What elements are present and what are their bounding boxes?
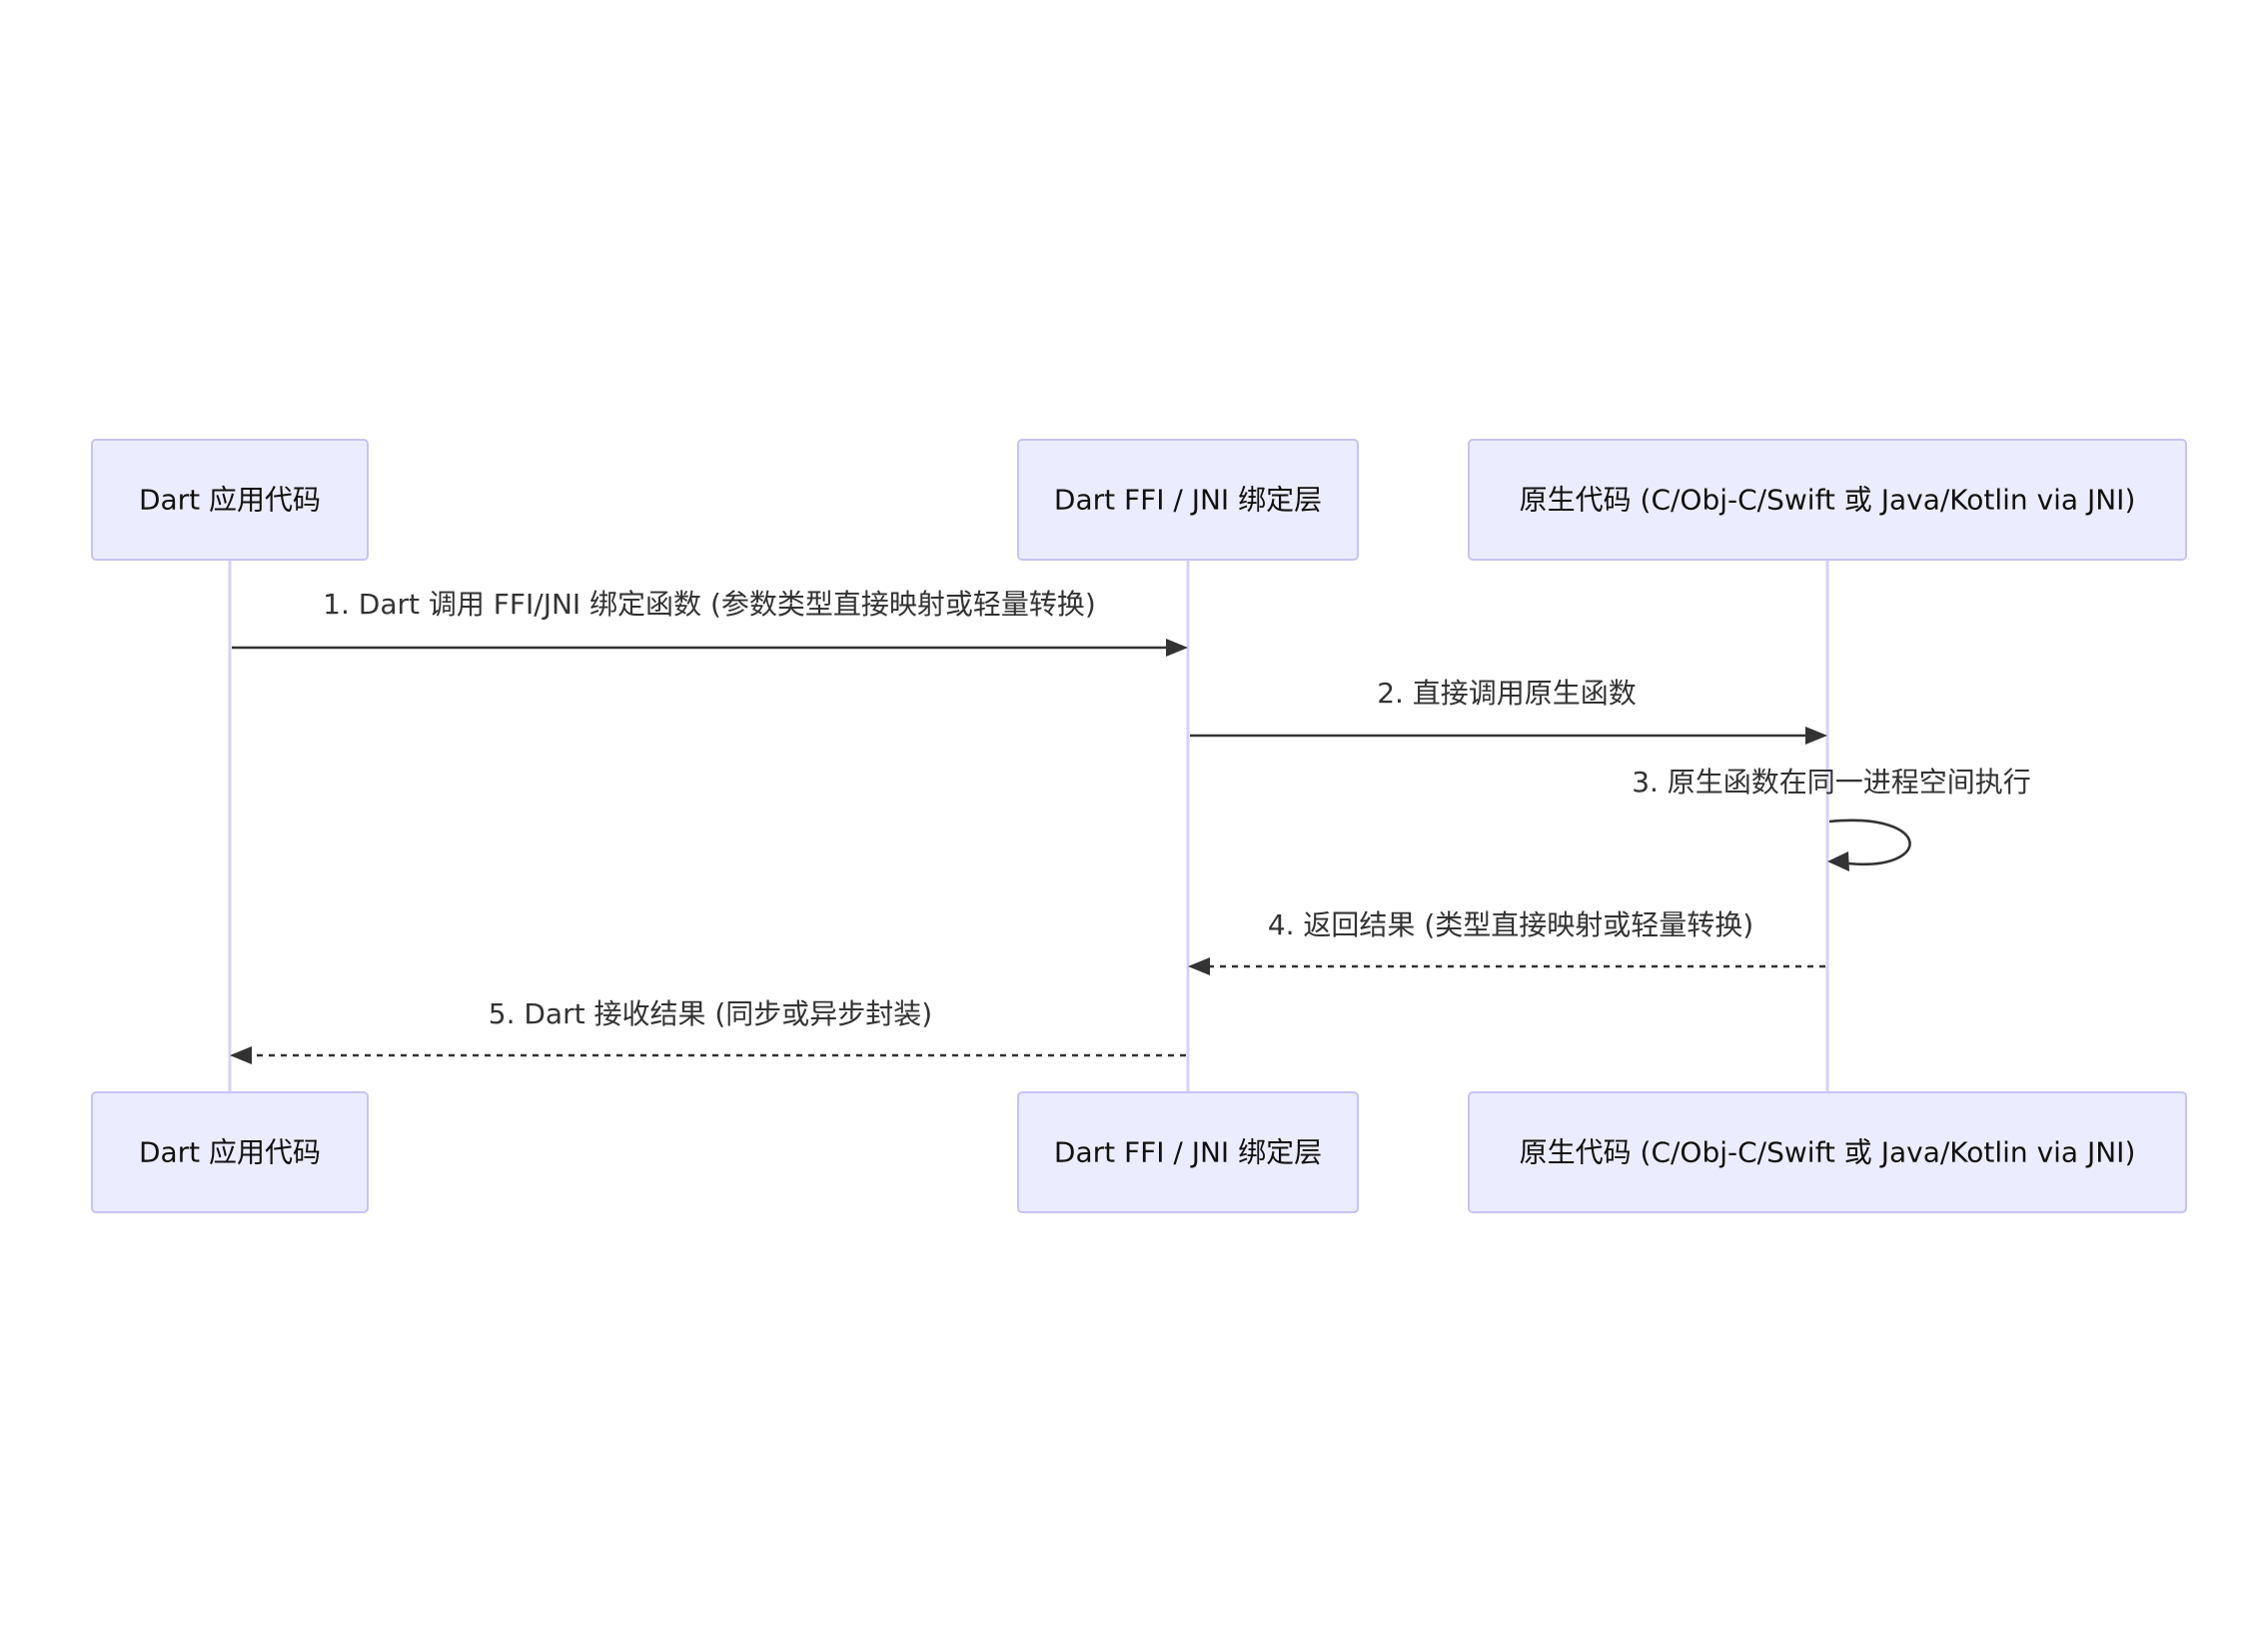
- participant-label: 原生代码 (C/Obj-C/Swift 或 Java/Kotlin via JN…: [1520, 1136, 2136, 1169]
- self-call-loop: [1828, 819, 1911, 866]
- message-5: 5. Dart 接收结果 (同步或异步封装): [230, 997, 1186, 1064]
- message-label: 4. 返回结果 (类型直接映射或轻量转换): [1268, 908, 1753, 941]
- arrowhead-icon: [1166, 639, 1188, 657]
- participant-dart-app-bottom: Dart 应用代码: [91, 1091, 369, 1213]
- message-label: 2. 直接调用原生函数: [1377, 677, 1637, 710]
- participant-label: Dart 应用代码: [139, 1136, 321, 1169]
- arrowhead-icon: [1188, 957, 1210, 975]
- participant-ffi-layer-bottom: Dart FFI / JNI 绑定层: [1017, 1091, 1359, 1213]
- arrowhead-icon: [1827, 851, 1849, 871]
- participant-ffi-layer-top: Dart FFI / JNI 绑定层: [1017, 439, 1359, 561]
- participant-label: Dart FFI / JNI 绑定层: [1054, 1136, 1322, 1169]
- message-2: 2. 直接调用原生函数: [1190, 677, 1827, 745]
- message-4: 4. 返回结果 (类型直接映射或轻量转换): [1188, 908, 1825, 975]
- participant-label: Dart FFI / JNI 绑定层: [1054, 484, 1322, 517]
- arrowhead-icon: [230, 1046, 252, 1064]
- message-label: 1. Dart 调用 FFI/JNI 绑定函数 (参数类型直接映射或轻量转换): [323, 588, 1096, 621]
- arrowhead-icon: [1805, 727, 1827, 745]
- participant-label: Dart 应用代码: [139, 484, 321, 517]
- participant-dart-app-top: Dart 应用代码: [91, 439, 369, 561]
- message-label: 3. 原生函数在同一进程空间执行: [1632, 766, 2031, 799]
- participant-native-code-top: 原生代码 (C/Obj-C/Swift 或 Java/Kotlin via JN…: [1468, 439, 2187, 561]
- message-label: 5. Dart 接收结果 (同步或异步封装): [489, 997, 932, 1030]
- message-1: 1. Dart 调用 FFI/JNI 绑定函数 (参数类型直接映射或轻量转换): [232, 588, 1188, 657]
- participant-label: 原生代码 (C/Obj-C/Swift 或 Java/Kotlin via JN…: [1520, 484, 2136, 517]
- message-3: 3. 原生函数在同一进程空间执行: [1632, 766, 2031, 871]
- participant-native-code-bottom: 原生代码 (C/Obj-C/Swift 或 Java/Kotlin via JN…: [1468, 1091, 2187, 1213]
